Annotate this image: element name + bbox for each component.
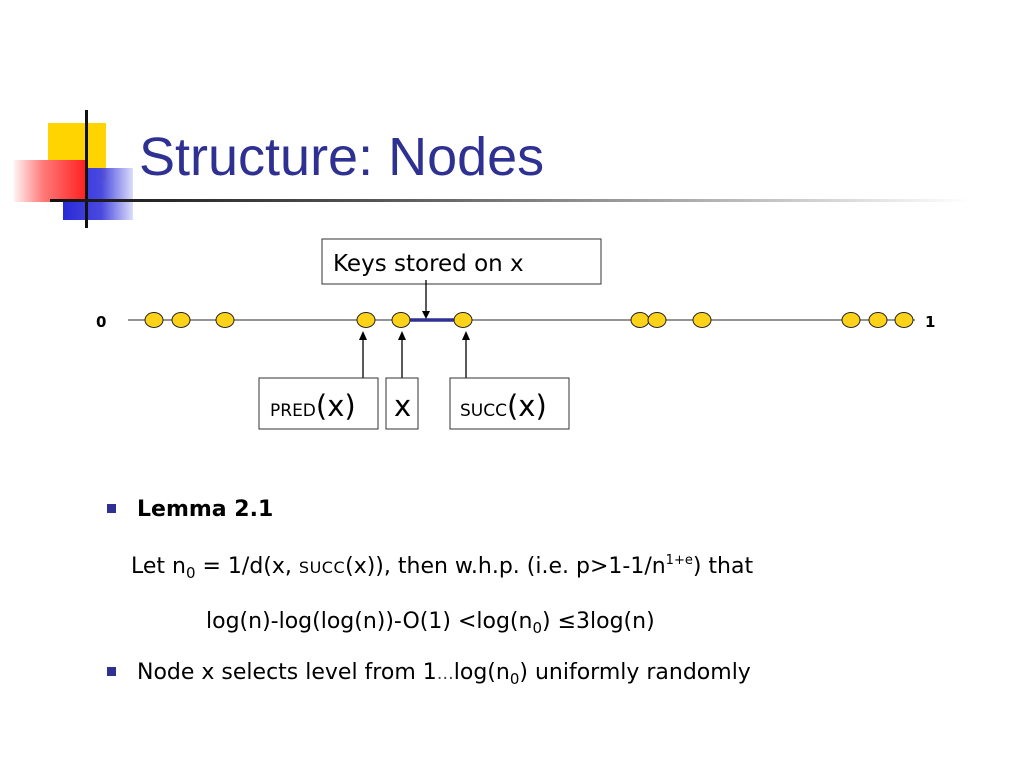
logo-vertical-line [85,110,88,228]
node-line-sub: 0 [509,670,520,688]
lemma-line2-b: ) ≤3log(n) [542,609,655,634]
left-end-label: 0 [96,313,106,331]
succ-prefix: SUCC [460,401,507,421]
node-7 [630,312,650,328]
lemma-line1-sup: 1+e [665,553,693,568]
node-line-c: ) uniformly randomly [519,660,751,685]
lemma-line1-d: ) that [692,554,754,579]
node-succ [453,312,473,328]
lemma-line2-sub: 0 [532,619,543,637]
succ-suffix: (x) [507,389,547,423]
x-label: x [394,389,411,423]
keys-stored-box [321,238,602,285]
lemma-line1-c: (x)), then w.h.p. (i.e. p>1-1/n [345,554,666,579]
logo-red-square [14,160,86,202]
node-x [391,312,411,328]
slide-title: Structure: Nodes [139,127,545,187]
node-1 [144,312,164,328]
node-10 [841,312,861,328]
lemma-line2-a: log(n)-log(log(n))-O(1) <log(n [206,609,533,634]
succ-label: SUCC(x) [460,389,547,423]
x-box [385,377,419,430]
lemma-title: Lemma 2.1 [137,497,274,522]
pred-suffix: (x) [316,389,356,423]
title-underline-rule [50,199,970,202]
lemma-line1-a: Let n [131,554,186,579]
right-end-label: 1 [925,313,935,331]
pred-prefix: PRED [270,401,316,421]
succ-box [449,377,570,430]
node-line-a: Node x selects level from 1 [137,660,437,685]
node-level-line: Node x selects level from 1…log(n0) unif… [137,659,751,693]
node-12 [894,312,914,328]
bullet-marker-lemma [107,504,116,513]
lemma-line1-succ: SUCC [298,558,346,577]
keys-arrow-head [422,311,430,319]
lemma-line1-b: = 1/d(x, [195,554,299,579]
node-line-b: log(n [453,660,510,685]
pred-arrow-head [359,331,367,340]
node-9 [692,312,712,328]
node-3 [215,312,235,328]
lemma-statement-line: Let n0 = 1/d(x, SUCC(x)), then w.h.p. (i… [131,547,753,587]
node-8 [647,312,667,328]
node-2 [171,312,191,328]
node-11 [868,312,888,328]
node-line-ellipsis: … [436,664,454,684]
x-arrow-head [398,331,406,340]
succ-arrow-head [462,331,470,340]
node-pred [356,312,376,328]
nodes [144,312,914,328]
lemma-line1-sub: 0 [185,564,196,582]
bullet-marker-node [107,667,116,676]
lemma-bound-line: log(n)-log(log(n))-O(1) <log(n0) ≤3log(n… [206,608,655,642]
pred-box [258,377,379,430]
keys-stored-label: Keys stored on x [333,251,524,277]
pred-label: PRED(x) [270,389,356,423]
key-line-diagram: 0 1 Keys stored on x PRED(x) x SUCC(x) [96,238,935,430]
